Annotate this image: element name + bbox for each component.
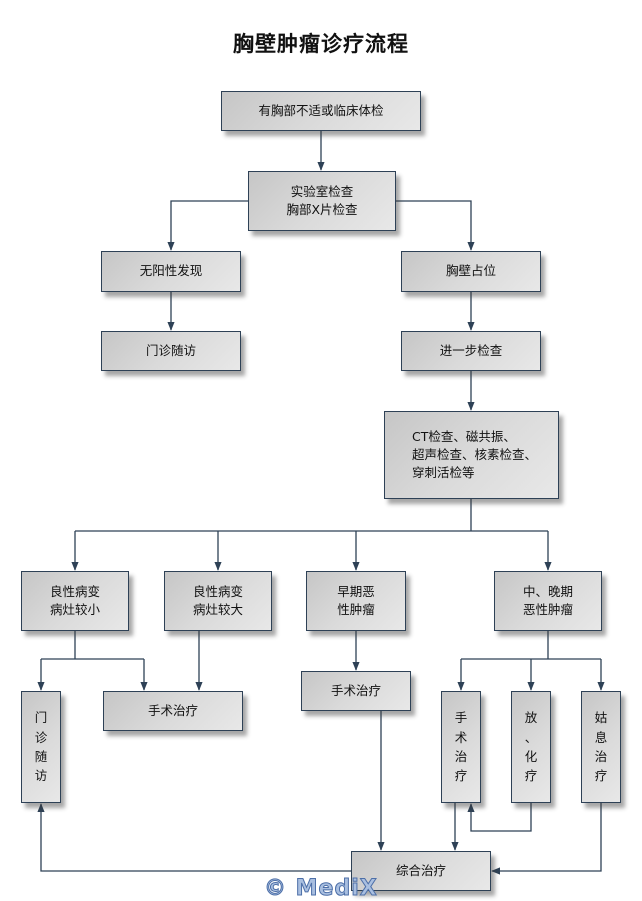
node-chest-mass[interactable]: 胸壁占位 <box>401 251 541 292</box>
node-label: 手 术 治 疗 <box>454 710 468 784</box>
node-surgery-benign[interactable]: 手术治疗 <box>103 691 243 731</box>
node-label: 进一步检查 <box>439 342 503 358</box>
node-benign-large[interactable]: 良性病变 病灶较大 <box>164 571 272 631</box>
link-comprehensive-followup <box>37 803 351 872</box>
node-comprehensive[interactable]: 综合治疗 <box>351 851 491 891</box>
diagram-title: 胸壁肿瘤诊疗流程 <box>233 32 409 56</box>
node-early-malignant[interactable]: 早期恶 性肿瘤 <box>306 571 406 631</box>
node-further-exam[interactable]: 进一步检查 <box>401 331 541 371</box>
node-label: 姑 息 治 疗 <box>594 710 608 784</box>
node-label: 良性病变 病灶较大 <box>192 583 243 617</box>
node-label: 良性病变 病灶较小 <box>49 583 100 617</box>
link-imaging-branch <box>75 499 548 532</box>
node-benign-small[interactable]: 良性病变 病灶较小 <box>21 571 129 631</box>
node-label: 实验室检查 胸部X片检查 <box>286 183 358 217</box>
node-label: 无阳性发现 <box>139 263 203 279</box>
node-surgery-late[interactable]: 手 术 治 疗 <box>441 691 481 803</box>
node-followup-bottom[interactable]: 门 诊 随 访 <box>21 691 61 803</box>
node-label: 综合治疗 <box>395 862 446 878</box>
link-palliative-comprehensive <box>491 803 602 875</box>
node-label: 早期恶 性肿瘤 <box>337 583 375 617</box>
link-radio-to-surgery-late <box>467 803 532 832</box>
node-surgery-early[interactable]: 手术治疗 <box>301 671 411 711</box>
node-label: 门 诊 随 访 <box>34 710 48 784</box>
node-label: 胸壁占位 <box>445 263 496 279</box>
link-benign-small-branch <box>41 631 144 660</box>
node-late-malignant[interactable]: 中、晚期 恶性肿瘤 <box>494 571 602 631</box>
link-late-branch <box>461 631 601 660</box>
node-label: 手术治疗 <box>147 702 198 718</box>
node-label: 放 、 化 疗 <box>524 710 538 784</box>
node-radio-chemo[interactable]: 放 、 化 疗 <box>511 691 551 803</box>
node-label: 手术治疗 <box>330 682 381 698</box>
node-label: 门诊随访 <box>145 342 196 358</box>
node-followup-top[interactable]: 门诊随访 <box>101 331 241 371</box>
node-discomfort[interactable]: 有胸部不适或临床体检 <box>221 91 421 131</box>
node-lab-exam[interactable]: 实验室检查 胸部X片检查 <box>248 171 396 231</box>
watermark-logo: © MediX <box>264 876 378 901</box>
node-imaging[interactable]: CT检查、磁共振、 超声检查、核素检查、 穿刺活检等 <box>384 411 559 499</box>
link-lab-mass <box>396 200 475 251</box>
node-palliative[interactable]: 姑 息 治 疗 <box>581 691 621 803</box>
node-label: 中、晚期 恶性肿瘤 <box>522 583 573 617</box>
node-label: 有胸部不适或临床体检 <box>258 102 384 118</box>
node-label: CT检查、磁共振、 超声检查、核素检查、 穿刺活检等 <box>412 428 538 481</box>
link-lab-nopositive <box>167 200 248 251</box>
node-no-positive[interactable]: 无阳性发现 <box>101 251 241 292</box>
